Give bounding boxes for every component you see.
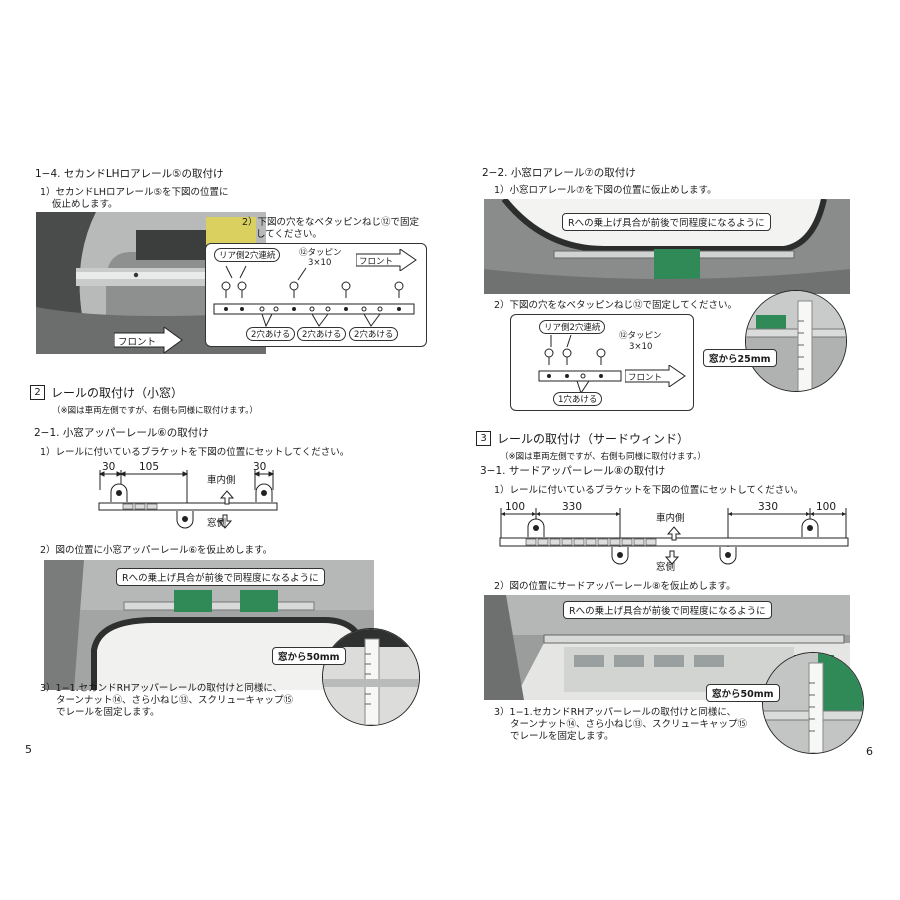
screw-label: ⑫タッピン [299,248,342,258]
section-2-number: 2 [30,385,45,400]
front-arrow: フロント [113,326,184,354]
screw-label-right: ⑫タッピン [619,331,662,341]
window-side-label: 窓側 [207,518,227,529]
step-1-4-heading: 1−4. セカンドLHロアレール⑤の取付け [35,168,224,180]
hole-label-3: 2穴あける [349,327,399,341]
lower-rail-screw-diagram: リア側2穴連続 ⑫タッピン 3×10 フロント [205,243,427,347]
third-upper-rail-zoom-circle [762,652,864,754]
small-upper-rail-zoom-circle [322,628,420,726]
step-3-1-heading: 3−1. サードアッパーレール⑧の取付け [480,465,666,477]
screw-size-right: 3×10 [629,342,653,352]
step-2-1-sub3-line3: でレールを固定します。 [56,707,160,718]
step-2-2-heading: 2−2. 小窓ロアレール⑦の取付け [482,167,636,179]
small-window-lower-rail-photo [484,199,850,294]
step-2-1-sub3-line1: 3）1−1.セカンドRHアッパーレールの取付けと同様に、 [40,683,283,694]
step-3-1-sub3-line1: 3）1−1.セカンドRHアッパーレールの取付けと同様に、 [494,707,737,718]
one-hole-label: 1穴あける [553,392,603,406]
step-3-1-sub3-line2: ターンナット⑭、さら小ねじ⑬、スクリューキャップ⑮ [510,719,748,730]
small-lower-rail-zoom-circle [745,290,847,392]
step-1-4-sub1-line2: 仮止めします。 [52,199,118,210]
small-upper-window-distance: 窓から50mm [272,647,346,665]
step-2-2-sub2: 2）下図の穴をなべタッピンねじ⑫で固定してください。 [494,300,737,311]
dim-330-right: 330 [758,501,779,513]
lower-rail-screw-drawing [213,265,415,328]
screw-size: 3×10 [308,258,332,268]
third-window-bracket-drawing [499,508,849,565]
page-number-right: 6 [866,745,873,758]
small-lower-rail-callout: Rへの乗上げ具合が前後で同程度になるように [562,213,771,231]
third-upper-window-distance: 窓から50mm [706,684,780,702]
diagram-front-arrow-right: フロント [624,364,687,391]
third-window-bracket-diagram: 100 330 330 100 車内側 窓側 [496,498,856,578]
hole-label-1: 2穴あける [246,327,296,341]
dim-30-left: 30 [102,461,116,473]
dim-105: 105 [139,461,160,473]
diagram-front-arrow-shape [355,248,417,272]
third-upper-rail-zoom-art [763,653,863,753]
small-lower-window-distance: 窓から25mm [703,349,777,367]
page-number-left: 5 [25,743,32,756]
step-1-4-sub2-line1: 2）下図の穴をなべタッピンねじ⑫で固定 [242,217,420,228]
diagram-front-arrow-right-shape [624,364,686,388]
front-arrow-shape [113,326,183,354]
step-2-1-sub2: 2）図の位置に小窓アッパーレール⑥を仮止めします。 [40,545,273,556]
window-side-label-right: 窓側 [656,562,676,573]
step-2-2-sub1: 1）小窓ロアレール⑦を下図の位置に仮止めします。 [494,185,717,196]
section-3-title: レールの取付け（サードウィンド） [497,432,690,446]
step-1-4-sub1-line1: 1）セカンドLHロアレール⑤を下図の位置に [40,187,229,198]
diagram-front-label: フロント [359,257,394,267]
dim-100-right: 100 [816,501,837,513]
hole-label-2: 2穴あける [297,327,347,341]
small-lower-rail-zoom-art [746,291,846,391]
step-2-1-sub3-line2: ターンナット⑭、さら小ねじ⑬、スクリューキャップ⑮ [56,695,294,706]
dim-30-right: 30 [253,461,267,473]
step-3-1-sub3-line3: でレールを固定します。 [510,731,614,742]
step-2-1-heading: 2−1. 小窓アッパーレール⑥の取付け [34,427,209,439]
diagram-front-arrow: フロント [355,248,418,275]
section-2-title: レールの取付け（小窓） [51,386,184,400]
small-upper-rail-zoom-art [323,629,419,725]
section-3-note: （※図は車両左側ですが、右側も同様に取付けます。） [500,452,706,462]
dim-330-left: 330 [562,501,583,513]
dim-100-left: 100 [505,501,526,513]
small-upper-rail-callout: Rへの乗上げ具合が前後で同程度になるように [116,568,325,586]
diagram-front-label-right: フロント [628,373,663,383]
small-lower-rail-screw-diagram: リア側2穴連続 ⑫タッピン 3×10 フロント 1穴あける [510,314,694,411]
section-3-number: 3 [476,431,491,446]
step-1-4-sub2-line2: してください。 [256,229,322,240]
small-window-lower-rail-photo-art [484,199,850,294]
section-2-heading: 2 レールの取付け（小窓） [30,384,183,401]
small-lower-rail-screw-drawing [538,334,622,395]
step-3-1-sub2: 2）図の位置にサードアッパーレール⑧を仮止めします。 [494,581,736,592]
section-3-heading: 3 レールの取付け（サードウィンド） [476,430,689,447]
front-arrow-label: フロント [118,337,157,348]
third-upper-rail-callout: Rへの乗上げ具合が前後で同程度になるように [563,601,772,619]
inside-car-label: 車内側 [207,475,236,486]
inside-car-label-right: 車内側 [656,513,685,524]
section-2-note: （※図は車両左側ですが、右側も同様に取付けます。） [52,406,258,416]
rear-two-holes-label-right: リア側2穴連続 [539,320,606,334]
small-window-bracket-diagram: 30 105 30 車内側 窓側 [95,460,295,530]
step-3-1-sub1: 1）レールに付いているブラケットを下図の位置にセットしてください。 [494,485,804,496]
step-2-1-sub1: 1）レールに付いているブラケットを下図の位置にセットしてください。 [40,447,350,458]
small-window-bracket-drawing [98,470,278,529]
rear-two-holes-label: リア側2穴連続 [214,248,281,262]
